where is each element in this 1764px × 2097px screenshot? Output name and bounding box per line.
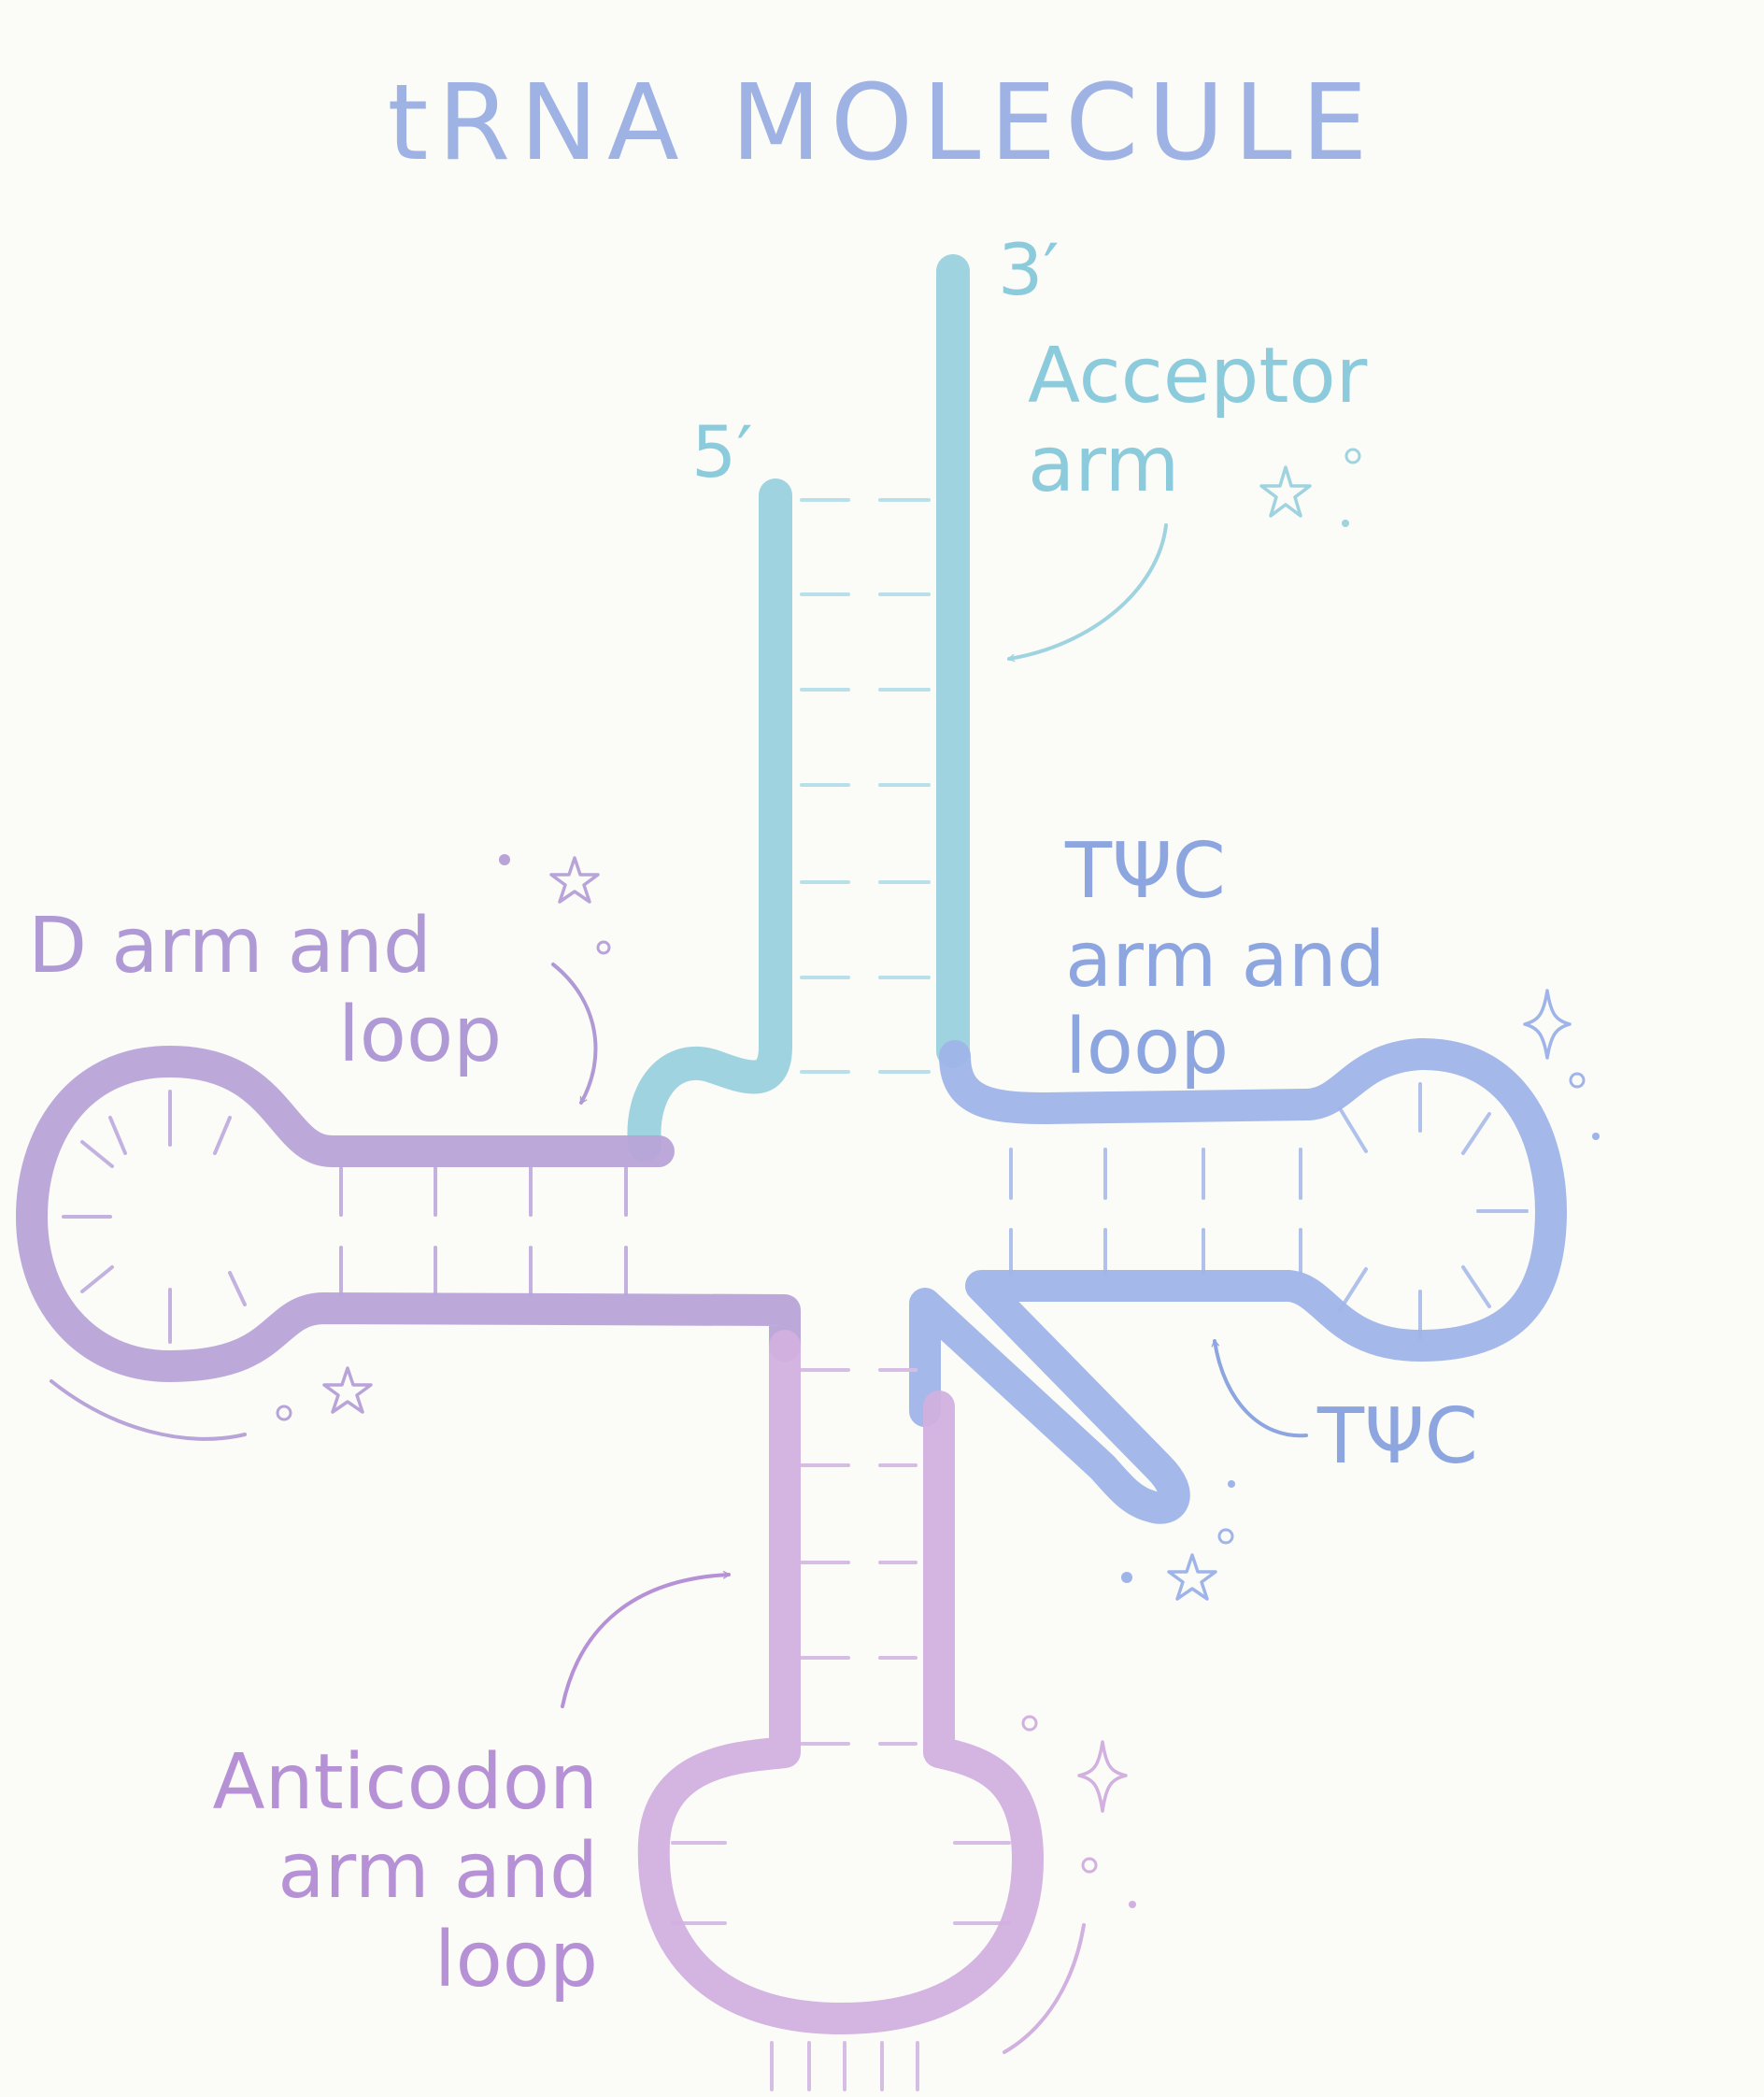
sparkle-icon [1523,989,1572,1060]
tpsic-arm-label-line-1: TΨC [1064,827,1226,916]
tpsic-loop-label: TΨC [1316,1392,1478,1481]
dot-icon [1342,520,1349,527]
dot-icon [1344,448,1361,464]
acceptor-base-pairs [800,498,931,1074]
tpsic-arm-label-line-3: loop [1065,1003,1229,1091]
dot-icon [499,854,510,865]
acceptor-5prime-strand [627,478,792,1162]
acceptor-arrow-icon [1007,523,1168,663]
star-icon [322,1366,373,1414]
d-arm [16,1046,801,1382]
tpsic-arm-strand [909,1037,1567,1524]
anticodon-label-line-1: Anticodon [213,1738,598,1827]
anticodon-loop-ticks [671,1841,1011,1925]
dot-icon [1081,1857,1098,1874]
star-icon [1259,465,1312,518]
dot-icon [1129,1901,1136,1908]
tpsic-arm [909,1037,1567,1524]
dot-icon [1569,1072,1586,1089]
swoosh-icon [50,1379,247,1441]
acceptor-label-line-1: Acceptor [1028,332,1368,421]
anticodon-left-strand [637,1330,1044,2034]
dot-icon [276,1405,292,1421]
anticodon-arm [637,1330,1044,2091]
tpsic-loop-ticks [1338,1082,1529,1340]
anticodon-base-pairs [800,1368,918,1746]
tpsic-base-pairs [1009,1148,1302,1275]
three-prime-label: 3′ [998,228,1060,311]
dot-icon [596,940,611,955]
dot-icon [1217,1528,1234,1545]
acceptor-label-line-2: arm [1028,421,1179,509]
dot-icon [1021,1715,1038,1732]
d-arm-strand [16,1046,801,1382]
d-arm-label-line-1: D arm and [28,902,432,991]
five-prime-label: 5′ [691,410,753,493]
tpsic-loop-arrow-icon [1211,1339,1308,1438]
tpsic-arm-label-line-2: arm and [1065,916,1386,1005]
dot-icon [1228,1480,1235,1488]
dot-icon [1592,1133,1600,1140]
acceptor-arm [627,254,970,1162]
star-icon [1167,1553,1217,1601]
dot-icon [1121,1572,1132,1583]
decorations [50,448,1600,2054]
sparkle-icon [1077,1740,1128,1813]
d-loop-ticks [62,1090,247,1344]
star-icon [549,856,600,904]
anticodon-arrow-icon [561,1571,731,1708]
anticodon-bases [770,2041,919,2091]
d-arm-base-pairs [339,1166,628,1296]
anticodon-label-line-3: loop [434,1916,598,2004]
d-arm-label-line-2: loop [338,991,502,1079]
d-arm-arrow-icon [551,963,598,1105]
swoosh-icon [1003,1923,1086,2054]
anticodon-label-line-2: arm and [277,1827,598,1916]
page-title: tRNA MOLECULE [387,63,1376,184]
